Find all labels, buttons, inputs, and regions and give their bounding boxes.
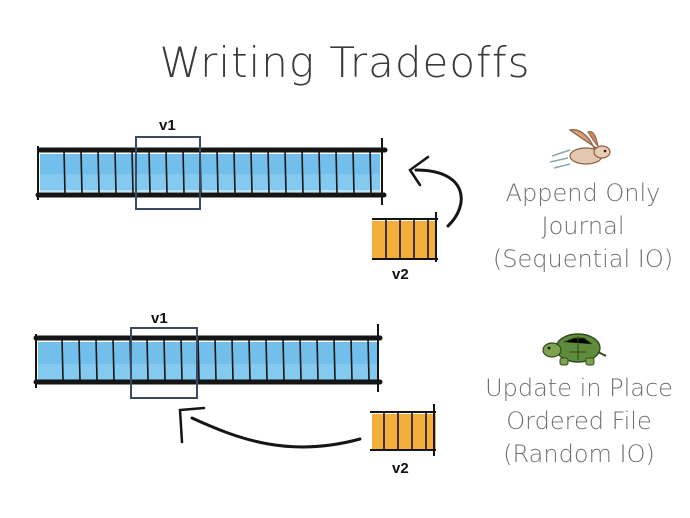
append-cell-divider bbox=[233, 149, 236, 194]
append-cell-divider bbox=[97, 149, 100, 194]
ordered-cell-divider bbox=[180, 337, 183, 381]
append-cell-divider bbox=[369, 149, 372, 194]
ordered-cell-divider bbox=[282, 337, 285, 381]
append-label-line-1: Append Only bbox=[505, 179, 661, 207]
append-cell-divider bbox=[80, 149, 83, 194]
ordered-cell-divider bbox=[248, 337, 251, 381]
append-v2-label: v2 bbox=[392, 266, 409, 283]
append-v2-block bbox=[372, 212, 438, 262]
ordered-cell-divider bbox=[299, 337, 302, 381]
update-arrowhead bbox=[178, 406, 206, 444]
update-v1-frame bbox=[130, 327, 198, 399]
append-cell-divider bbox=[216, 149, 219, 194]
ordered-cell-divider bbox=[112, 337, 115, 381]
update-v1-label: v1 bbox=[151, 310, 168, 327]
append-cell-divider bbox=[352, 149, 355, 194]
ordered-cell-divider bbox=[333, 337, 336, 381]
append-cell-divider bbox=[63, 149, 66, 194]
update-label-line-1: Update in Place bbox=[485, 374, 673, 402]
append-cell-divider bbox=[318, 149, 321, 194]
append-label: Append Only Journal (Sequential IO) bbox=[478, 177, 688, 276]
append-cell-divider bbox=[335, 149, 338, 194]
ordered-cell-divider bbox=[95, 337, 98, 381]
update-v2-block bbox=[370, 404, 436, 456]
append-label-line-2: Journal bbox=[541, 212, 625, 240]
append-arrowhead bbox=[408, 155, 430, 187]
ordered-file-bar bbox=[33, 324, 383, 392]
update-label: Update in Place Ordered File (Random IO) bbox=[470, 372, 688, 471]
append-cell-divider bbox=[301, 149, 304, 194]
ordered-cell-divider bbox=[265, 337, 268, 381]
ordered-cell-divider bbox=[367, 337, 370, 381]
update-label-line-2: Ordered File bbox=[506, 407, 652, 435]
ordered-cell-divider bbox=[316, 337, 319, 381]
update-v2-label: v2 bbox=[392, 460, 409, 477]
append-cell-divider bbox=[114, 149, 117, 194]
turtle-icon bbox=[542, 333, 607, 366]
update-label-line-3: (Random IO) bbox=[503, 440, 655, 468]
append-cell-divider bbox=[284, 149, 287, 194]
append-cell-divider bbox=[131, 149, 134, 194]
append-log-bar bbox=[35, 138, 388, 205]
rabbit-icon bbox=[549, 129, 611, 169]
ordered-cell-divider bbox=[350, 337, 353, 381]
append-cell-divider bbox=[148, 149, 151, 194]
append-v1-label: v1 bbox=[159, 117, 176, 134]
ordered-cell-divider bbox=[163, 337, 166, 381]
ordered-cell-divider bbox=[231, 337, 234, 381]
update-arrow bbox=[190, 416, 362, 449]
ordered-cell-divider bbox=[214, 337, 217, 381]
ordered-cell-divider bbox=[78, 337, 81, 381]
append-v1-frame bbox=[135, 136, 201, 210]
append-cell-divider bbox=[267, 149, 270, 194]
slide-title: Writing Tradeoffs bbox=[159, 38, 531, 87]
append-cell-divider bbox=[165, 149, 168, 194]
append-cell-divider bbox=[182, 149, 185, 194]
ordered-cell-divider bbox=[197, 337, 200, 381]
ordered-cell-divider bbox=[146, 337, 149, 381]
ordered-cell-divider bbox=[61, 337, 64, 381]
append-label-line-3: (Sequential IO) bbox=[492, 245, 674, 273]
append-cell-divider bbox=[250, 149, 253, 194]
append-arrow bbox=[414, 168, 463, 228]
